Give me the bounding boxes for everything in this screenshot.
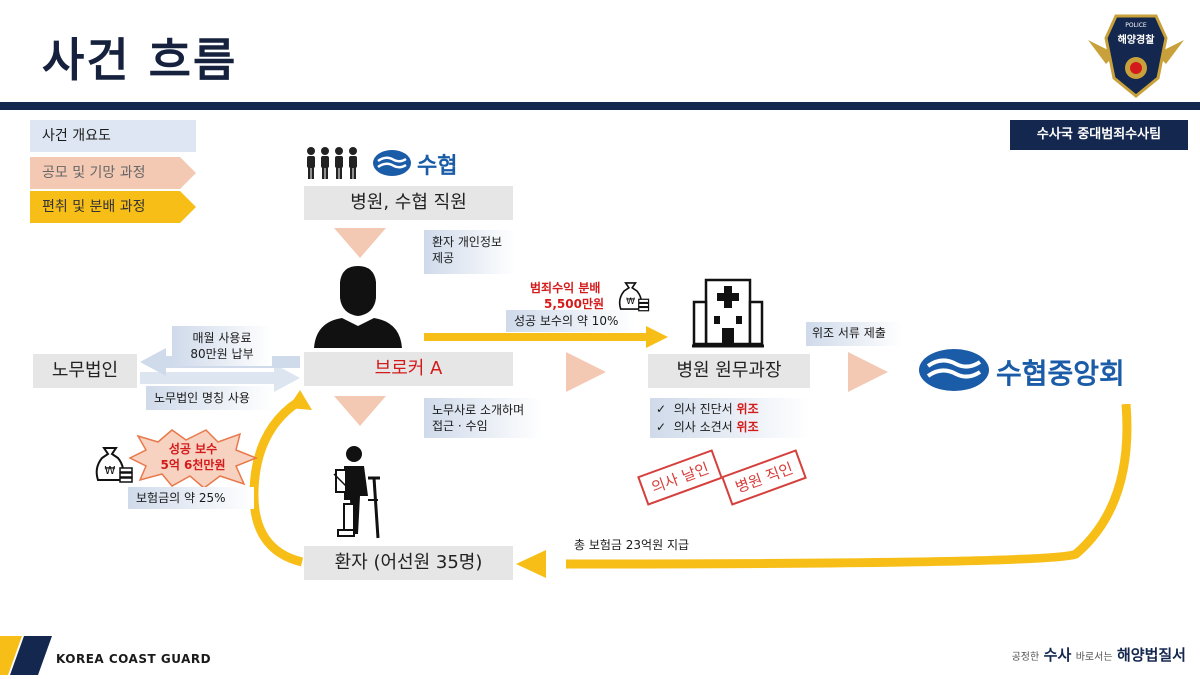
label-insurance-paid: 총 보험금 23억원 지급	[574, 538, 690, 552]
suhyup-central-logo-icon	[918, 348, 990, 396]
forgery-item: ✓ 의사 진단서 위조	[656, 402, 759, 416]
arrow-down-broker-to-patient	[334, 396, 386, 430]
suhyup-small-label: 수협	[417, 154, 458, 179]
label-fake-docs: 위조 서류 제출	[806, 322, 902, 346]
success-fee-title: 성공 보수	[168, 442, 218, 456]
page-title: 사건 흐름	[42, 33, 238, 87]
arrow-right-broker-to-hospital	[566, 352, 606, 396]
arrow-broker-to-hospital	[424, 326, 668, 352]
arrow-right-hospital-to-suhyup	[848, 352, 888, 396]
money-bag-icon-right: ₩	[614, 278, 652, 318]
header-divider	[0, 102, 1200, 110]
footer-org-name: KOREA COAST GUARD	[56, 652, 212, 666]
success-fee-burst	[128, 428, 260, 494]
forgery-item: ✓ 의사 소견서 위조	[656, 420, 759, 434]
coast-guard-logo: POLICE 해양경찰	[1086, 8, 1186, 100]
label-success-fee-pct: 보험금의 약 25%	[128, 487, 254, 509]
legend-overview: 사건 개요도	[30, 120, 196, 152]
legend-fraud-distribution: 편취 및 분배 과정	[30, 191, 196, 223]
legend-conspiracy: 공모 및 기망 과정	[30, 157, 196, 189]
suhyup-logo-icon	[372, 149, 412, 181]
hospital-building-icon	[692, 276, 764, 354]
node-hospital: 병원 원무과장	[648, 354, 810, 388]
arrow-patient-to-broker-curve	[228, 390, 318, 574]
success-fee-amount: 5억 6천만원	[160, 458, 226, 472]
label-profit-split-pct: 성공 보수의 약 10%	[506, 310, 636, 332]
svg-text:₩: ₩	[626, 297, 635, 307]
footer-stripe-icon	[0, 636, 52, 679]
node-broker: 브로커 A	[304, 352, 513, 386]
node-patient: 환자 (어선원 35명)	[304, 546, 513, 580]
money-bag-icon-left: ₩	[92, 442, 134, 490]
arrow-suhyup-to-patient	[516, 403, 1146, 584]
injured-patient-icon	[330, 444, 394, 544]
header-divider-gap	[0, 110, 1200, 113]
team-badge: 수사국 중대범죄수사팀	[1010, 120, 1188, 150]
broker-silhouette-icon	[312, 264, 404, 352]
logo-name-text: 해양경찰	[1117, 35, 1155, 46]
profit-split-title: 범죄수익 분배	[530, 281, 601, 295]
logo-top-text: POLICE	[1125, 22, 1147, 29]
forgery-list: ✓ 의사 진단서 위조 ✓ 의사 소견서 위조	[650, 398, 810, 438]
label-labor-name-use: 노무법인 명칭 사용	[146, 386, 274, 410]
footer-slogan: 공정한 수사 바로서는 해양법질서	[1011, 646, 1186, 664]
node-staff: 병원, 수협 직원	[304, 186, 513, 220]
node-suhyup-central: 수협중앙회	[996, 357, 1125, 390]
svg-text:₩: ₩	[105, 464, 116, 477]
node-labor-firm: 노무법인	[33, 354, 137, 388]
profit-split-amount: 5,500만원	[544, 297, 605, 311]
arrow-down-staff-to-broker	[334, 228, 386, 262]
people-group-icon	[305, 146, 359, 184]
